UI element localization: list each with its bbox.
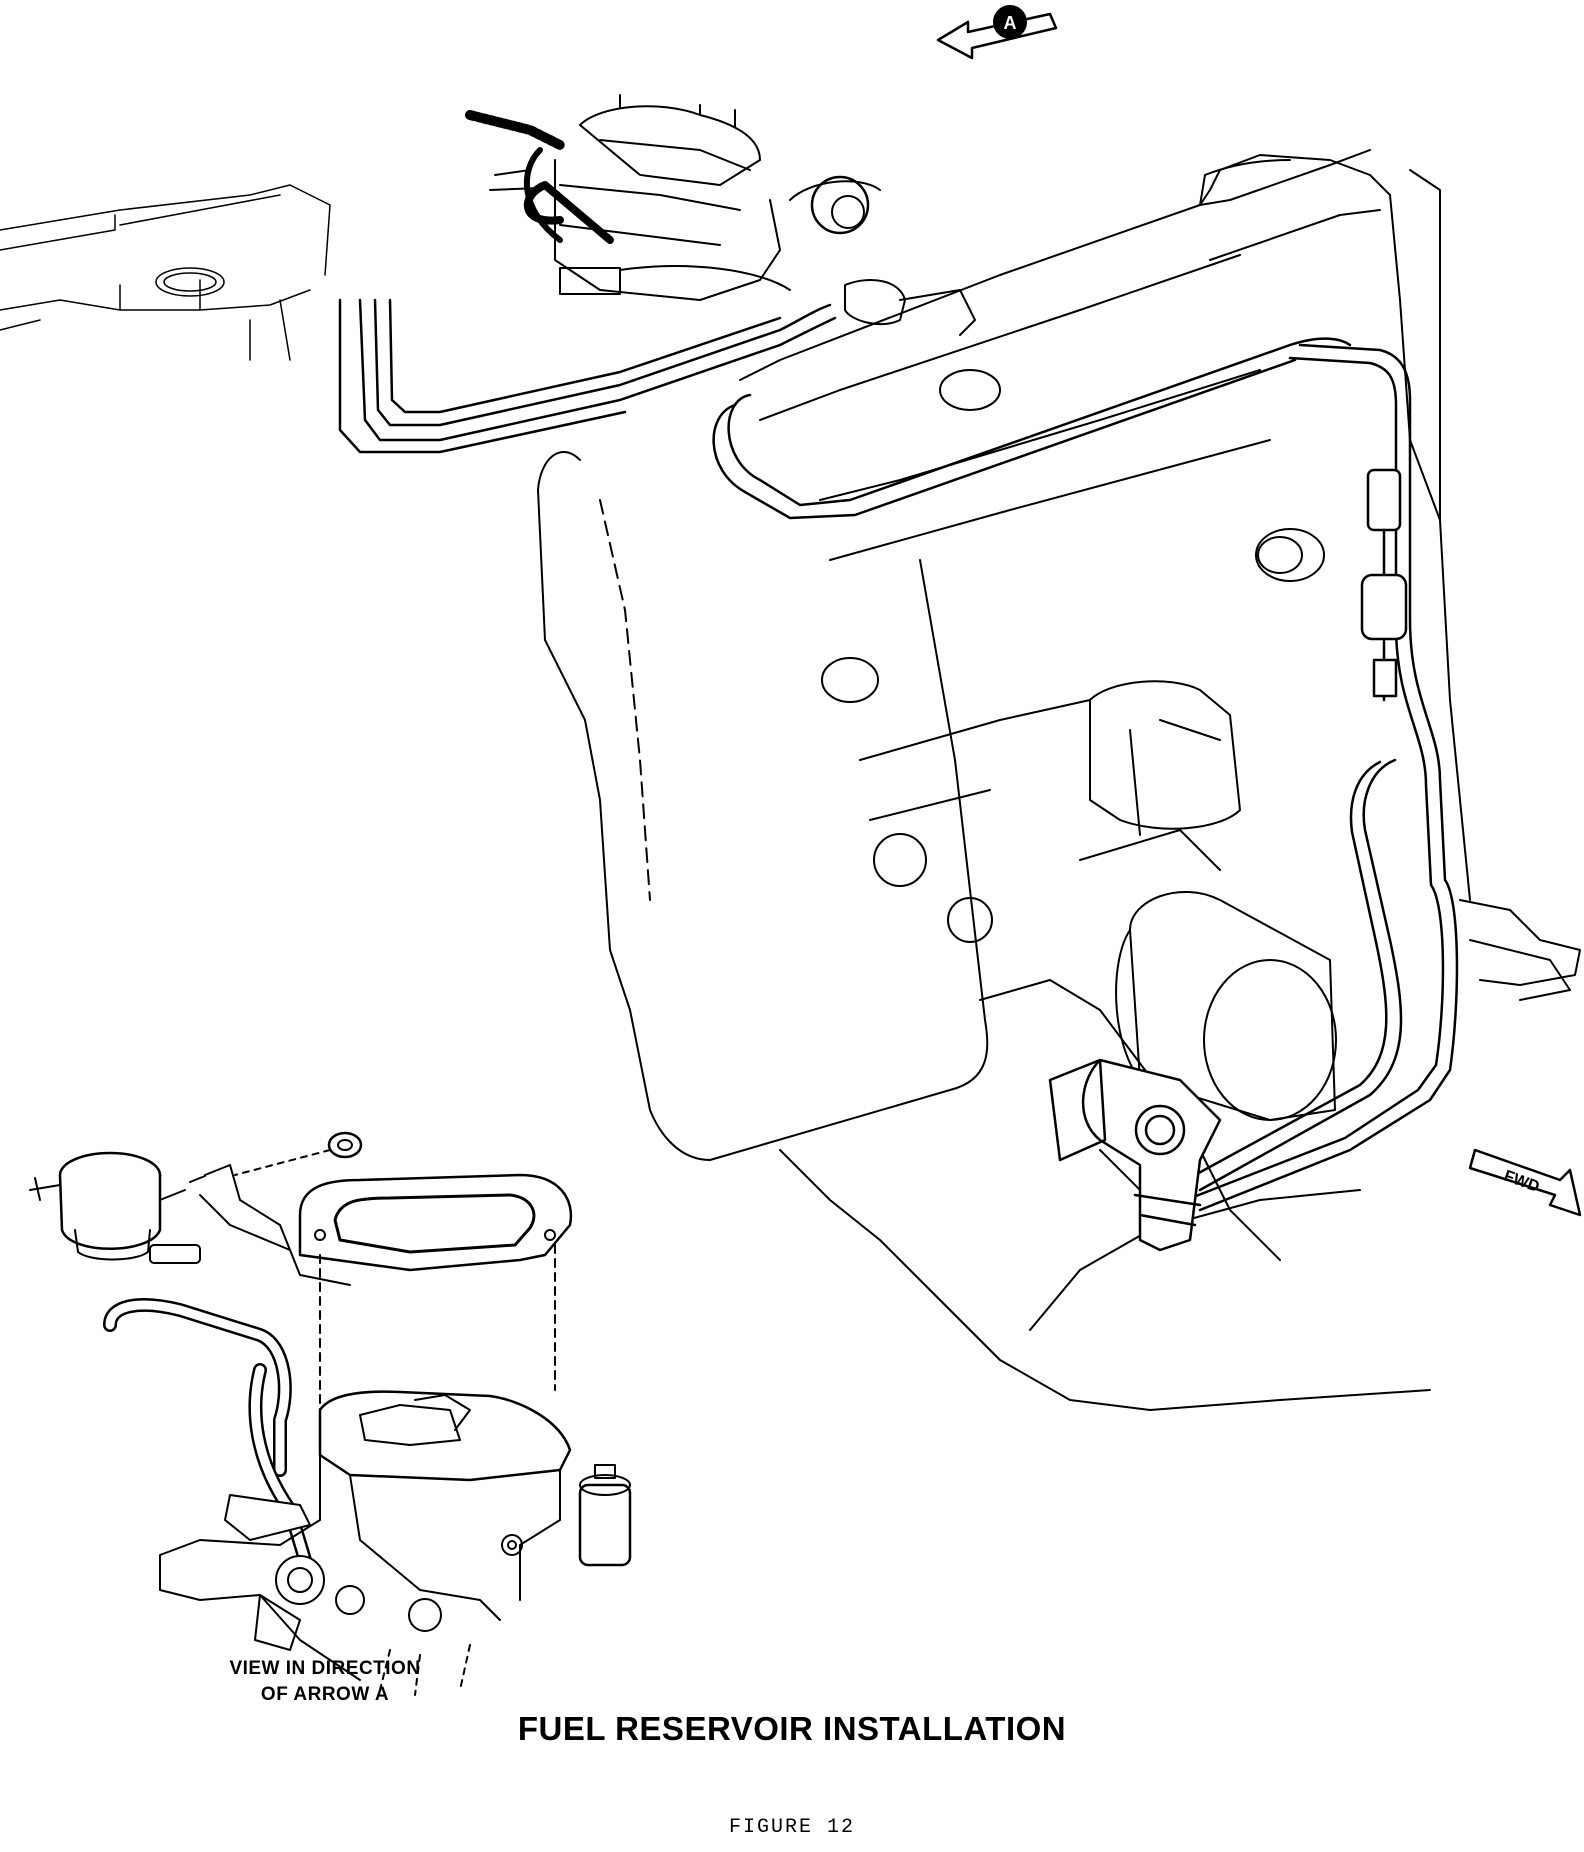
inset-caption-line-2: OF ARROW A [260,1684,390,1705]
inset-caption: VIEW IN DIRECTION OF ARROW A [190,1656,460,1708]
fuel-pump [1048,1058,1222,1252]
arrow-a-letter: A [1004,13,1017,33]
inset-caption-line-1: VIEW IN DIRECTION [229,1658,421,1679]
fwd-arrow: FWD [1468,1148,1582,1217]
fuel-lines [338,298,1459,1212]
fender-panel [0,184,331,361]
engine-block [537,149,1581,1411]
figure-number: FIGURE 12 [728,1816,856,1839]
inset-view-arrow-a [29,1131,632,1696]
page-title: FUEL RESERVOIR INSTALLATION [517,1710,1067,1747]
carburetor [465,94,976,336]
arrow-a-indicator: A [936,5,1058,60]
fuel-filter [1360,468,1408,702]
